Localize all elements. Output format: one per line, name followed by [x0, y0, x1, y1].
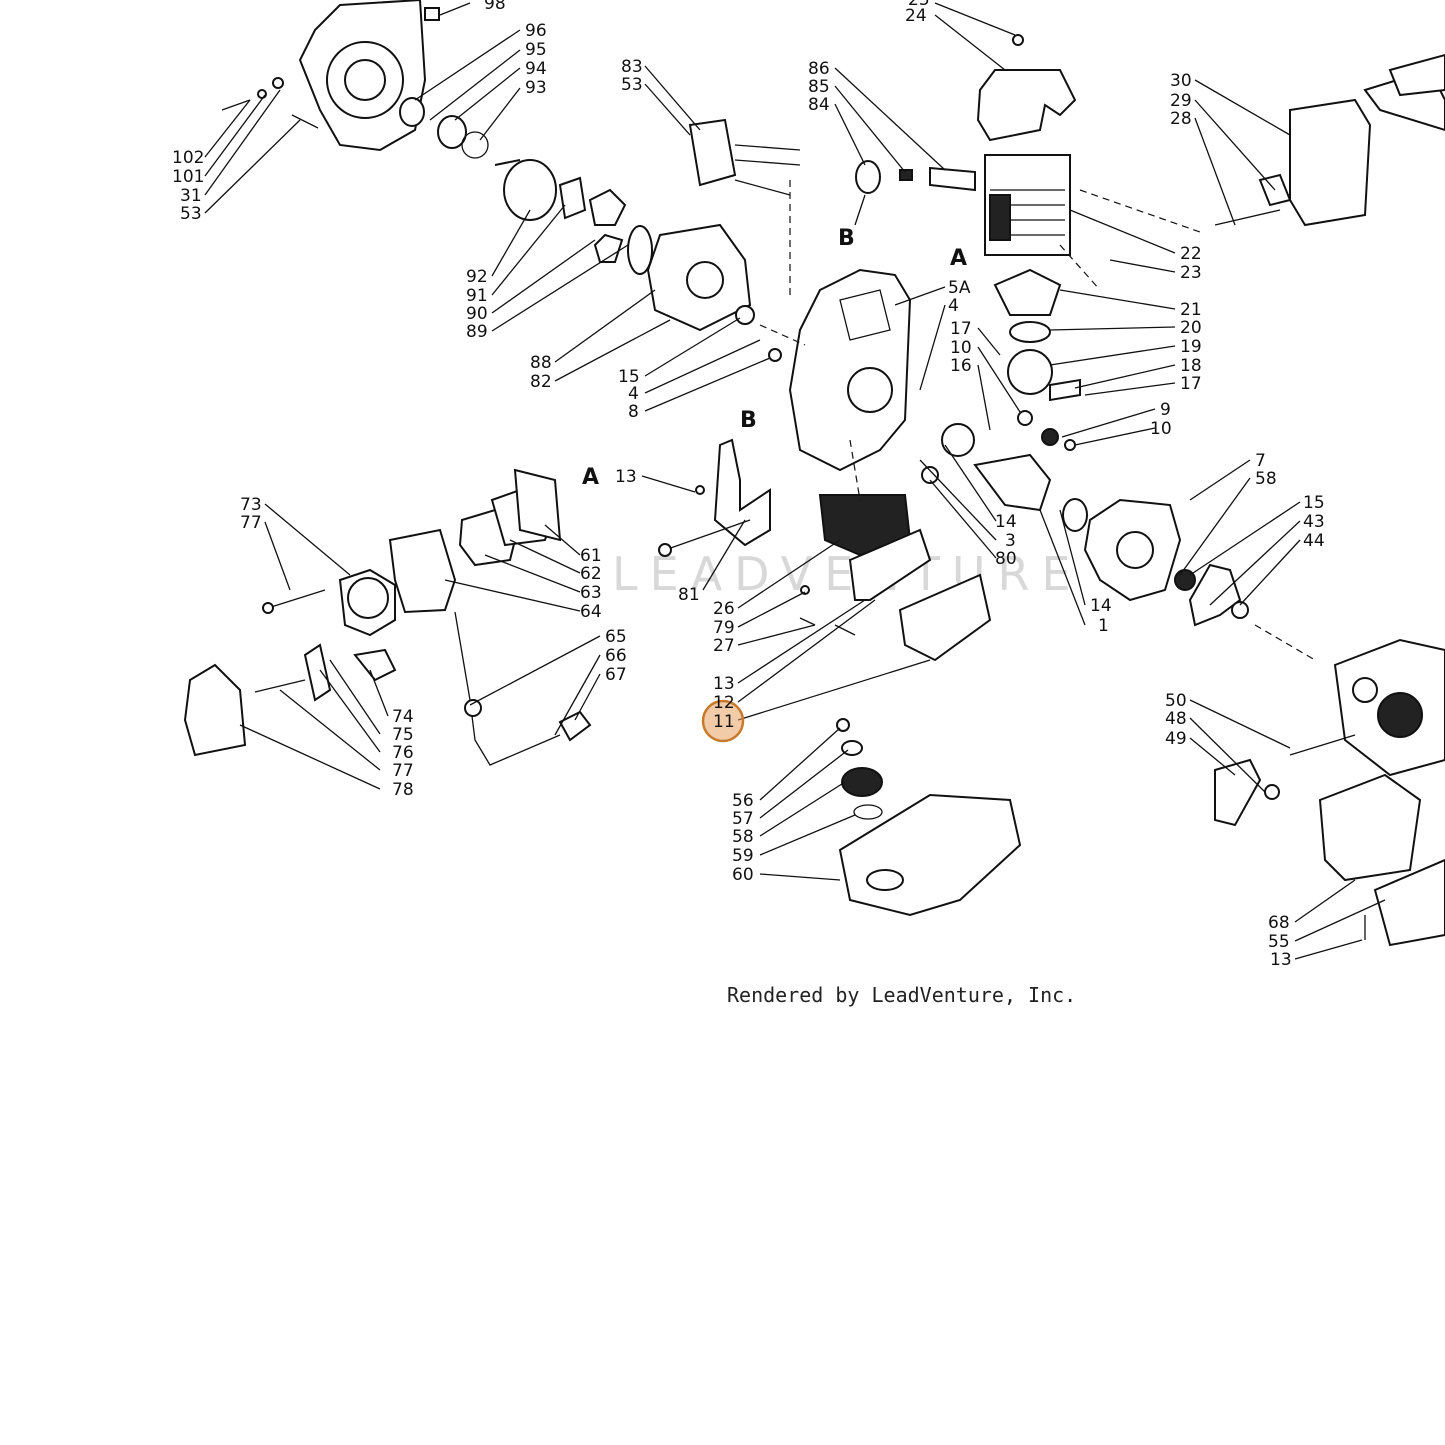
letter-label-b: B — [740, 408, 757, 433]
part-label[interactable]: 67 — [605, 665, 627, 685]
part-label[interactable]: 15 — [618, 367, 640, 387]
part-label[interactable]: 80 — [995, 549, 1017, 569]
part-label[interactable]: 13 — [615, 467, 637, 487]
part-label[interactable]: 101 — [172, 167, 204, 187]
part-label[interactable]: 91 — [466, 286, 488, 306]
part-label[interactable]: 21 — [1180, 300, 1202, 320]
part-label[interactable]: 3 — [1005, 531, 1016, 551]
part-label[interactable]: 19 — [1180, 337, 1202, 357]
part-label[interactable]: 102 — [172, 148, 204, 168]
part-label[interactable]: 12 — [713, 693, 735, 713]
part-label[interactable]: 66 — [605, 646, 627, 666]
part-label[interactable]: 77 — [240, 513, 262, 533]
part-label[interactable]: 16 — [950, 356, 972, 376]
part-label[interactable]: 17 — [1180, 374, 1202, 394]
letter-label-a: A — [950, 246, 967, 271]
part-label[interactable]: 58 — [732, 827, 754, 847]
part-label[interactable]: 29 — [1170, 91, 1192, 111]
part-label[interactable]: 9 — [1160, 400, 1171, 420]
part-label[interactable]: 93 — [525, 78, 547, 98]
part-label[interactable]: 89 — [466, 322, 488, 342]
part-label[interactable]: 28 — [1170, 109, 1192, 129]
part-label[interactable]: 15 — [1303, 493, 1325, 513]
part-label[interactable]: 84 — [808, 95, 830, 115]
part-label[interactable]: 50 — [1165, 691, 1187, 711]
part-label[interactable]: 65 — [605, 627, 627, 647]
part-label[interactable]: 23 — [1180, 263, 1202, 283]
part-label[interactable]: 56 — [732, 791, 754, 811]
part-label[interactable]: 1 — [1098, 616, 1109, 636]
part-label[interactable]: 5A — [948, 278, 971, 298]
part-label[interactable]: 68 — [1268, 913, 1290, 933]
part-label[interactable]: 22 — [1180, 244, 1202, 264]
part-label[interactable]: 4 — [948, 296, 959, 316]
part-label-highlighted[interactable]: 11 — [713, 712, 735, 732]
part-label[interactable]: 83 — [621, 57, 643, 77]
part-label[interactable]: 85 — [808, 77, 830, 97]
part-label[interactable]: 44 — [1303, 531, 1325, 551]
part-label[interactable]: 81 — [678, 585, 700, 605]
part-label[interactable]: 53 — [180, 204, 202, 224]
part-label[interactable]: 4 — [628, 384, 639, 404]
alignment-lines — [759, 180, 1201, 501]
part-label[interactable]: 94 — [525, 59, 547, 79]
part-label[interactable]: 76 — [392, 743, 414, 763]
part-label[interactable]: 98 — [484, 0, 506, 14]
part-label[interactable]: 30 — [1170, 71, 1192, 91]
part-label[interactable]: 78 — [392, 780, 414, 800]
letter-label-b: B — [838, 226, 855, 251]
part-label[interactable]: 58 — [1255, 469, 1277, 489]
part-label[interactable]: 27 — [713, 636, 735, 656]
part-label[interactable]: 55 — [1268, 932, 1290, 952]
part-label[interactable]: 77 — [392, 761, 414, 781]
part-label[interactable]: 7 — [1255, 451, 1266, 471]
leader-lines — [204, 2, 1386, 960]
part-label[interactable]: 75 — [392, 725, 414, 745]
highlight-marker[interactable] — [701, 699, 745, 743]
part-label[interactable]: 48 — [1165, 709, 1187, 729]
part-label[interactable]: 57 — [732, 809, 754, 829]
part-label[interactable]: 8 — [628, 402, 639, 422]
part-label[interactable]: 88 — [530, 353, 552, 373]
part-label[interactable]: 31 — [180, 186, 202, 206]
letter-label-a: A — [582, 465, 599, 490]
part-label[interactable]: 64 — [580, 602, 602, 622]
part-label[interactable]: 24 — [905, 6, 927, 26]
part-label[interactable]: 10 — [950, 338, 972, 358]
part-label[interactable]: 43 — [1303, 512, 1325, 532]
part-label[interactable]: 25 — [908, 0, 930, 10]
part-label[interactable]: 49 — [1165, 729, 1187, 749]
part-label[interactable]: 59 — [732, 846, 754, 866]
part-label[interactable]: 62 — [580, 564, 602, 584]
part-label[interactable]: 17 — [950, 319, 972, 339]
part-label[interactable]: 60 — [732, 865, 754, 885]
part-label[interactable]: 86 — [808, 59, 830, 79]
part-label[interactable]: 13 — [1270, 950, 1292, 970]
part-label[interactable]: 92 — [466, 267, 488, 287]
part-label[interactable]: 13 — [713, 674, 735, 694]
part-label[interactable]: 20 — [1180, 318, 1202, 338]
letter-labels: B A B A — [582, 226, 967, 490]
part-label[interactable]: 95 — [525, 40, 547, 60]
part-label[interactable]: 90 — [466, 304, 488, 324]
part-label[interactable]: 53 — [621, 75, 643, 95]
part-label[interactable]: 96 — [525, 21, 547, 41]
part-label[interactable]: 14 — [995, 512, 1017, 532]
part-label[interactable]: 79 — [713, 618, 735, 638]
part-label[interactable]: 82 — [530, 372, 552, 392]
part-label[interactable]: 14 — [1090, 596, 1112, 616]
part-label[interactable]: 73 — [240, 495, 262, 515]
part-label[interactable]: 61 — [580, 546, 602, 566]
part-label[interactable]: 63 — [580, 583, 602, 603]
part-labels: 98 96 95 94 93 102 101 31 53 92 91 90 89… — [172, 0, 1325, 970]
part-label[interactable]: 26 — [713, 599, 735, 619]
credit-text: Rendered by LeadVenture, Inc. — [727, 983, 1077, 1007]
part-label[interactable]: 74 — [392, 707, 414, 727]
part-drawings — [183, 0, 1445, 947]
part-label[interactable]: 10 — [1150, 419, 1172, 439]
part-label[interactable]: 18 — [1180, 356, 1202, 376]
